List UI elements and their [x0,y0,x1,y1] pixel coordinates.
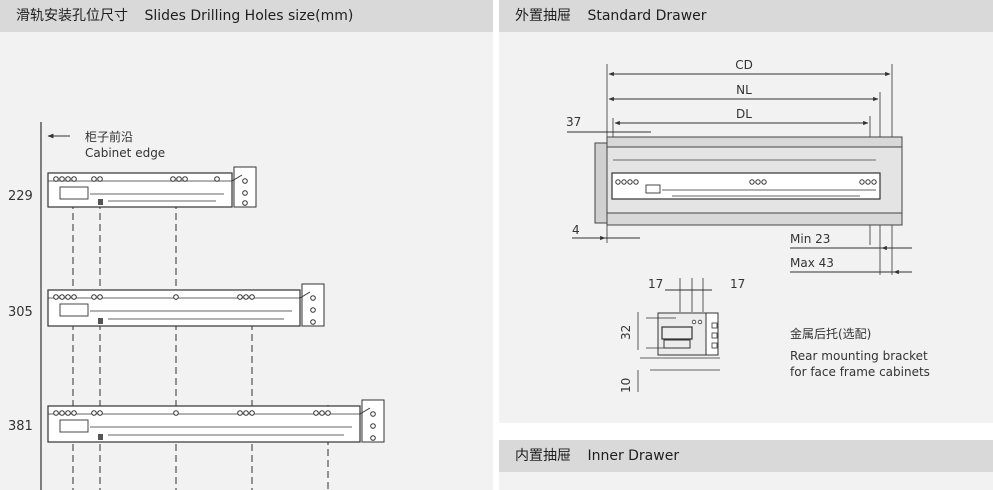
row-label-305: 305 [8,305,33,320]
left-panel-header: 滑轨安装孔位尺寸 Slides Drilling Holes size(mm) [0,0,493,32]
dim-32-label: 32 [619,325,633,340]
inner-title-en: Inner Drawer [587,448,680,464]
hole-position-lines [72,180,329,490]
dim-17a-label: 17 [648,277,663,291]
dim-10-label: 10 [619,378,633,393]
slide-229 [47,166,257,208]
row-label-381: 381 [8,419,33,434]
dim-nl-label: NL [736,83,752,97]
dim-4-label: 4 [572,223,580,237]
left-title-en: Slides Drilling Holes size(mm) [144,8,354,24]
dim-min-label: Min 23 [790,232,830,246]
holes-305 [53,294,255,300]
slide-305 [47,283,325,327]
bracket-label-en-2: for face frame cabinets [790,365,930,379]
cabinet-edge-label-en: Cabinet edge [85,146,165,160]
dim-max-label: Max 43 [790,256,834,270]
dim-17b-label: 17 [730,277,745,291]
row-label-229: 229 [8,189,33,204]
standard-title-cn: 外置抽屉 [515,8,571,24]
bracket-label-en-1: Rear mounting bracket [790,349,928,363]
dim-cd-label: CD [735,58,753,72]
inner-title-cn: 内置抽屉 [515,448,571,464]
rear-bracket-detail [637,278,720,392]
standard-drawer-body [594,136,903,226]
dim-37-label: 37 [566,115,581,129]
dim-dl-label: DL [736,107,752,121]
standard-drawer-header: 外置抽屉 Standard Drawer [499,0,993,32]
inner-drawer-header: 内置抽屉 Inner Drawer [499,440,993,472]
slide-381 [47,399,385,443]
cabinet-edge-label-cn: 柜子前沿 [85,129,133,144]
holes-229 [53,176,220,182]
bracket-label-cn: 金属后托(选配) [790,326,871,341]
standard-drawer-holes [615,179,877,185]
left-title-cn: 滑轨安装孔位尺寸 [16,8,128,24]
standard-title-en: Standard Drawer [587,8,707,24]
holes-381 [53,410,331,416]
